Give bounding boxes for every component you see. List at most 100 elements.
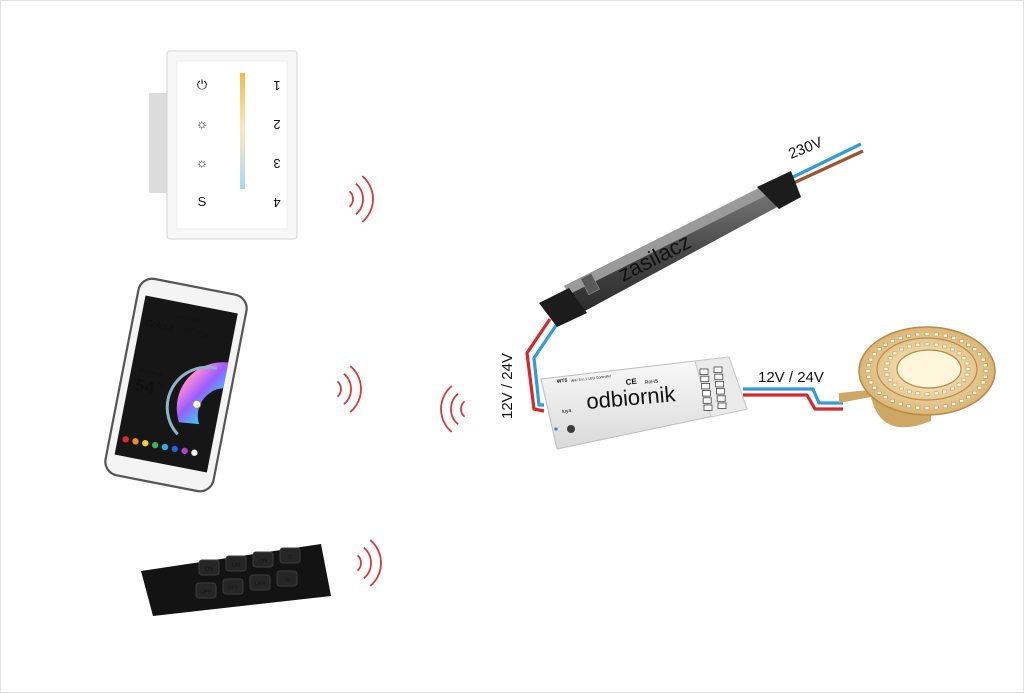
wall-panel-zone-button-2[interactable]: 2 — [273, 117, 280, 132]
color-wheel[interactable] — [173, 354, 229, 429]
color-swatch[interactable] — [171, 445, 179, 453]
remote-key-label: OFF — [201, 590, 213, 596]
reel-inner — [896, 349, 962, 389]
led-chip — [907, 389, 912, 394]
led-chip — [872, 386, 877, 390]
color-swatch[interactable] — [161, 443, 169, 451]
signal-wave-arc — [460, 400, 466, 418]
signal-wave-arc — [336, 380, 342, 398]
terminal-screw — [701, 382, 710, 390]
led-chip — [892, 351, 898, 356]
led-chip — [980, 380, 986, 385]
dc-out-wire-red — [743, 393, 843, 411]
wiring — [525, 142, 864, 413]
remote-key-label: ON — [205, 567, 213, 573]
dc-in-wire-red — [525, 318, 552, 413]
led-chip — [959, 399, 964, 403]
remote-key[interactable] — [276, 570, 298, 587]
led-chip — [899, 386, 904, 391]
led-chip — [950, 386, 955, 391]
led-chip — [877, 347, 882, 351]
label-dc-in: 12V / 24V — [499, 353, 516, 419]
remote-key[interactable] — [279, 547, 301, 564]
led-chip — [915, 332, 920, 337]
wall-panel-zone-button-4[interactable]: 4 — [273, 195, 280, 210]
remote-key-label: S — [285, 578, 289, 584]
terminal-screw — [716, 388, 725, 395]
wall-panel-left-buttons: ⏻ ☼ ☼ S — [196, 77, 208, 209]
brightness-knob[interactable] — [192, 399, 202, 409]
wall-panel-zone-button-1[interactable]: 1 — [273, 78, 280, 93]
brightness-arc[interactable] — [162, 360, 218, 439]
led-chip — [883, 395, 888, 399]
color-swatch[interactable] — [132, 438, 140, 446]
color-swatch[interactable] — [181, 447, 189, 455]
led-chip — [892, 382, 898, 387]
led-chip — [915, 405, 920, 410]
led-chip — [964, 372, 970, 377]
terminal-screw — [702, 397, 712, 404]
app-header: LED STRIPS — [176, 314, 203, 324]
led-chip — [924, 392, 930, 396]
led-chip — [972, 347, 977, 351]
led-chip — [868, 357, 874, 362]
terminal-screws — [699, 366, 727, 411]
color-swatch[interactable] — [122, 436, 130, 444]
led-chip — [899, 347, 904, 352]
led-chip — [951, 336, 956, 340]
psu-terminal-in — [757, 171, 801, 209]
terminal-screw — [714, 373, 724, 381]
remote-key[interactable] — [225, 555, 247, 572]
led-chip — [934, 332, 939, 337]
wall-panel-left-button-0[interactable]: ⏻ — [197, 77, 207, 92]
psu-logo — [580, 272, 600, 296]
terminal-screw — [700, 375, 710, 383]
led-chip — [924, 342, 930, 346]
signal-wave-arc — [361, 175, 374, 223]
wall-panel-left-button-1[interactable]: ☼ — [196, 116, 208, 131]
led-chip — [890, 399, 895, 403]
led-chip — [868, 380, 874, 385]
led-chip — [942, 344, 947, 349]
color-swatch[interactable] — [151, 441, 159, 449]
led-chip — [890, 339, 895, 343]
led-chip — [961, 378, 967, 382]
mains-wire-brown — [786, 149, 864, 188]
label-dc-out: 12V / 24V — [758, 369, 824, 386]
led-chip — [943, 404, 948, 408]
remote-key[interactable] — [252, 551, 274, 568]
color-swatch[interactable] — [191, 449, 199, 457]
color-swatch[interactable] — [142, 439, 150, 447]
led-chip — [887, 356, 893, 360]
wall-panel-zone-button-3[interactable]: 3 — [273, 156, 280, 171]
controller-subtitle: WiFi 5 in 1 LED Controller — [571, 374, 612, 383]
remote-key[interactable] — [249, 574, 271, 591]
label-230v: 230V — [786, 134, 825, 163]
led-chip — [884, 372, 890, 377]
led-chip — [866, 375, 871, 379]
led-chip — [983, 375, 988, 379]
controller-button — [567, 425, 575, 433]
wall-panel-side — [149, 93, 171, 193]
tab-white[interactable]: White — [182, 326, 210, 342]
remote-key[interactable] — [198, 559, 220, 576]
controller-led — [554, 427, 558, 431]
wireless-signals — [336, 175, 466, 587]
led-chip — [983, 363, 988, 367]
led-chip — [956, 351, 962, 356]
remote-key[interactable] — [222, 578, 244, 595]
wall-panel-left-button-2[interactable]: ☼ — [196, 155, 208, 170]
reel-ring-2 — [876, 337, 978, 401]
led-chip — [924, 332, 930, 336]
color-temp-slider — [240, 73, 245, 189]
signal-wave-arc — [355, 182, 364, 216]
led-chip — [898, 336, 903, 340]
led-chip — [883, 343, 888, 347]
led-chip — [906, 404, 911, 408]
terminal-screw — [717, 402, 727, 409]
wall-panel-left-button-3[interactable]: S — [198, 194, 207, 209]
remote-key[interactable] — [195, 582, 217, 599]
led-chip — [883, 367, 889, 371]
